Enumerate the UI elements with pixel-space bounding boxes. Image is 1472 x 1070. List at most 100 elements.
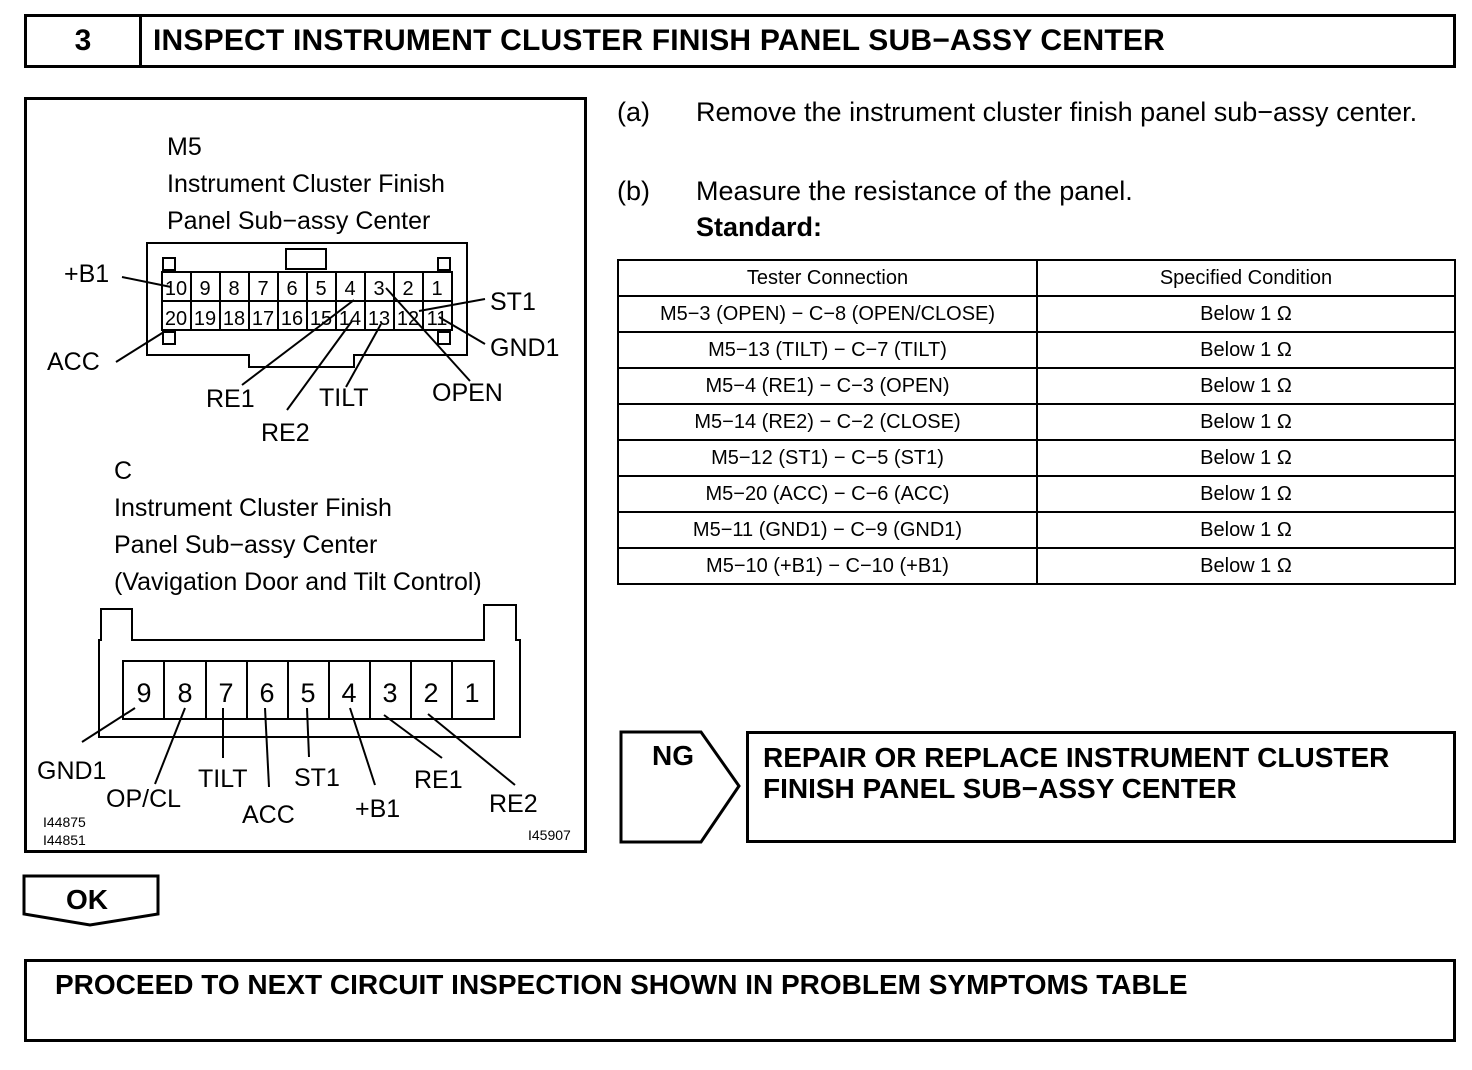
column-header: Tester Connection xyxy=(617,259,1038,297)
pin-number: 2 xyxy=(402,278,413,300)
pin-number: 5 xyxy=(300,678,315,708)
table-row: M5−12 (ST1) − C−5 (ST1) Below 1 Ω xyxy=(617,439,1456,477)
step-a-label: (a) xyxy=(617,97,650,127)
leader-line xyxy=(81,707,136,743)
m5-label-re1: RE1 xyxy=(206,385,255,413)
column-header: Specified Condition xyxy=(1036,259,1456,297)
ng-arrow xyxy=(619,730,741,844)
leader-line xyxy=(286,320,353,411)
m5-connector-outline xyxy=(146,242,468,368)
pin-number: 3 xyxy=(373,278,384,300)
c-label-tilt: TILT xyxy=(198,765,248,793)
c-label-b1: +B1 xyxy=(355,795,400,823)
m5-locator xyxy=(162,331,176,345)
tester-connection-cell: M5−20 (ACC) − C−6 (ACC) xyxy=(617,475,1038,513)
leader-line xyxy=(438,316,486,345)
table-row: M5−13 (TILT) − C−7 (TILT) Below 1 Ω xyxy=(617,331,1456,369)
m5-label-st1: ST1 xyxy=(490,288,536,316)
pin-number: 14 xyxy=(339,308,361,330)
leader-line xyxy=(427,713,516,786)
c-label-acc: ACC xyxy=(242,801,295,829)
c-label-gnd1: GND1 xyxy=(37,757,106,785)
leader-line xyxy=(115,329,168,363)
c-label-opcl: OP/CL xyxy=(106,785,181,813)
leader-line xyxy=(345,323,382,388)
standard-label: Standard: xyxy=(696,212,823,242)
step-b-text: Measure the resistance of the panel. xyxy=(696,176,1133,206)
c-label-re1: RE1 xyxy=(414,766,463,794)
pin-number: 1 xyxy=(431,278,442,300)
pin-number: 11 xyxy=(427,308,448,330)
tester-connection-cell: M5−3 (OPEN) − C−8 (OPEN/CLOSE) xyxy=(617,295,1038,333)
next-step-text: PROCEED TO NEXT CIRCUIT INSPECTION SHOWN… xyxy=(55,969,1188,1000)
pin-number: 7 xyxy=(257,278,268,300)
c-name: C xyxy=(114,457,132,485)
table-row: M5−14 (RE2) − C−2 (CLOSE) Below 1 Ω xyxy=(617,403,1456,441)
m5-label-tilt: TILT xyxy=(319,384,369,412)
m5-label-gnd1: GND1 xyxy=(490,334,559,362)
table-row: M5−20 (ACC) − C−6 (ACC) Below 1 Ω xyxy=(617,475,1456,513)
ng-action-line2: FINISH PANEL SUB−ASSY CENTER xyxy=(763,773,1237,804)
m5-label-open: OPEN xyxy=(432,379,503,407)
table-header-row: Tester Connection Specified Condition xyxy=(617,259,1456,297)
pin-number: 2 xyxy=(423,678,438,708)
m5-latch xyxy=(285,248,327,270)
condition-cell: Below 1 Ω xyxy=(1036,547,1456,585)
pin-number: 19 xyxy=(194,308,216,330)
tester-connection-cell: M5−13 (TILT) − C−7 (TILT) xyxy=(617,331,1038,369)
pin-number: 18 xyxy=(223,308,245,330)
c-label-st1: ST1 xyxy=(294,764,340,792)
connector-diagram: M5 Instrument Cluster Finish Panel Sub−a… xyxy=(37,133,571,848)
table-row: M5−11 (GND1) − C−9 (GND1) Below 1 Ω xyxy=(617,511,1456,549)
m5-title-line2: Panel Sub−assy Center xyxy=(167,207,430,235)
c-title-line3: (Vavigation Door and Tilt Control) xyxy=(114,568,482,596)
m5-label-acc: ACC xyxy=(47,348,100,376)
pin-number: 4 xyxy=(344,278,355,300)
condition-cell: Below 1 Ω xyxy=(1036,367,1456,405)
pin-number: 8 xyxy=(177,678,192,708)
next-step-box: PROCEED TO NEXT CIRCUIT INSPECTION SHOWN… xyxy=(24,959,1456,1042)
pin-number: 17 xyxy=(252,308,274,330)
condition-cell: Below 1 Ω xyxy=(1036,403,1456,441)
pin-number: 20 xyxy=(165,308,187,330)
tester-connection-cell: M5−12 (ST1) − C−5 (ST1) xyxy=(617,439,1038,477)
connector-figure: M5 Instrument Cluster Finish Panel Sub−a… xyxy=(24,97,587,853)
c-connector-outline xyxy=(98,604,521,738)
leader-line xyxy=(241,299,355,386)
step-number: 3 xyxy=(27,17,142,65)
pin-number: 16 xyxy=(281,308,303,330)
ng-action-line1: REPAIR OR REPLACE INSTRUMENT CLUSTER xyxy=(763,742,1390,773)
pin-number: 1 xyxy=(464,678,479,708)
table-row: M5−3 (OPEN) − C−8 (OPEN/CLOSE) Below 1 Ω xyxy=(617,295,1456,333)
leader-line xyxy=(383,714,443,759)
pin-number: 10 xyxy=(165,278,187,300)
step-a-text: Remove the instrument cluster finish pan… xyxy=(696,97,1418,127)
leader-line xyxy=(349,707,376,786)
pin-number: 15 xyxy=(310,308,332,330)
table-row: M5−4 (RE1) − C−3 (OPEN) Below 1 Ω xyxy=(617,367,1456,405)
pin-number: 7 xyxy=(218,678,233,708)
figure-id: I44851 xyxy=(43,832,86,848)
condition-cell: Below 1 Ω xyxy=(1036,475,1456,513)
condition-cell: Below 1 Ω xyxy=(1036,439,1456,477)
condition-cell: Below 1 Ω xyxy=(1036,331,1456,369)
table-row: M5−10 (+B1) − C−10 (+B1) Below 1 Ω xyxy=(617,547,1456,585)
m5-label-b1: +B1 xyxy=(64,260,109,288)
pin-number: 4 xyxy=(341,678,356,708)
step-header: 3 INSPECT INSTRUMENT CLUSTER FINISH PANE… xyxy=(24,14,1456,68)
condition-cell: Below 1 Ω xyxy=(1036,511,1456,549)
c-title-line2: Panel Sub−assy Center xyxy=(114,531,377,559)
step-title: INSPECT INSTRUMENT CLUSTER FINISH PANEL … xyxy=(153,24,1165,57)
leader-line xyxy=(418,298,486,312)
figure-id: I44875 xyxy=(43,814,86,830)
pin-number: 6 xyxy=(286,278,297,300)
tester-connection-cell: M5−14 (RE2) − C−2 (CLOSE) xyxy=(617,403,1038,441)
m5-name: M5 xyxy=(167,133,202,161)
pin-number: 12 xyxy=(397,308,419,330)
leader-line xyxy=(385,287,471,382)
pin-number: 3 xyxy=(382,678,397,708)
m5-locator xyxy=(437,331,451,345)
tester-connection-cell: M5−11 (GND1) − C−9 (GND1) xyxy=(617,511,1038,549)
figure-id: I45907 xyxy=(528,827,571,843)
pin-number: 6 xyxy=(259,678,274,708)
